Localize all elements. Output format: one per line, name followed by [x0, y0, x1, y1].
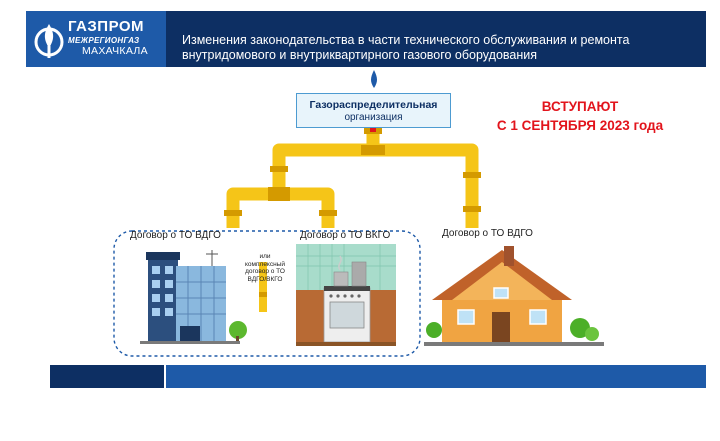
- complex-line-4: ВДГО/ВКГО: [247, 275, 283, 283]
- label-complex-contract: или комплексный договор о ТО ВДГО/ВКГО: [236, 253, 294, 283]
- page-title: Изменения законодательства в части техни…: [182, 33, 629, 63]
- logo-subtitle: МЕЖРЕГИОНГАЗ: [68, 36, 140, 45]
- complex-line-3: договор о ТО: [245, 268, 285, 275]
- footer-bar-left: [50, 365, 164, 388]
- apartment-building-icon: [140, 250, 247, 344]
- notice-line-2: С 1 СЕНТЯБРЯ 2023 года: [496, 118, 664, 133]
- title-line-1: Изменения законодательства в части техни…: [182, 33, 630, 47]
- logo-city: МАХАЧКАЛА: [82, 45, 148, 57]
- gas-pipes: [226, 128, 479, 312]
- label-contract-vdgo-building: Договор о ТО ВДГО: [130, 230, 221, 241]
- org-line-1: Газораспределительная: [309, 99, 438, 111]
- label-contract-vkgo: Договор о ТО ВКГО: [300, 230, 391, 241]
- kitchen-stove-icon: [296, 244, 396, 346]
- effective-date-notice: ВСТУПАЮТ С 1 СЕНТЯБРЯ 2023 года: [480, 97, 680, 135]
- label-contract-vdgo-house: Договор о ТО ВДГО: [442, 228, 533, 239]
- logo-brand: ГАЗПРОМ: [68, 18, 145, 35]
- notice-line-1: ВСТУПАЮТ: [541, 99, 619, 114]
- complex-line-1: или: [259, 253, 271, 260]
- footer-bar-right: [166, 365, 706, 388]
- private-house-icon: [424, 246, 604, 346]
- flame-icon: [371, 70, 377, 88]
- apartment-group-border: [113, 230, 421, 357]
- complex-line-2: комплексный: [245, 260, 285, 268]
- title-line-2: внутридомового и внутриквартирного газов…: [182, 48, 537, 62]
- header-band: [166, 11, 706, 67]
- org-line-2: организация: [344, 112, 403, 123]
- gazprom-flame-icon: [34, 24, 64, 58]
- gas-distribution-org-box: Газораспределительная организация: [296, 93, 451, 128]
